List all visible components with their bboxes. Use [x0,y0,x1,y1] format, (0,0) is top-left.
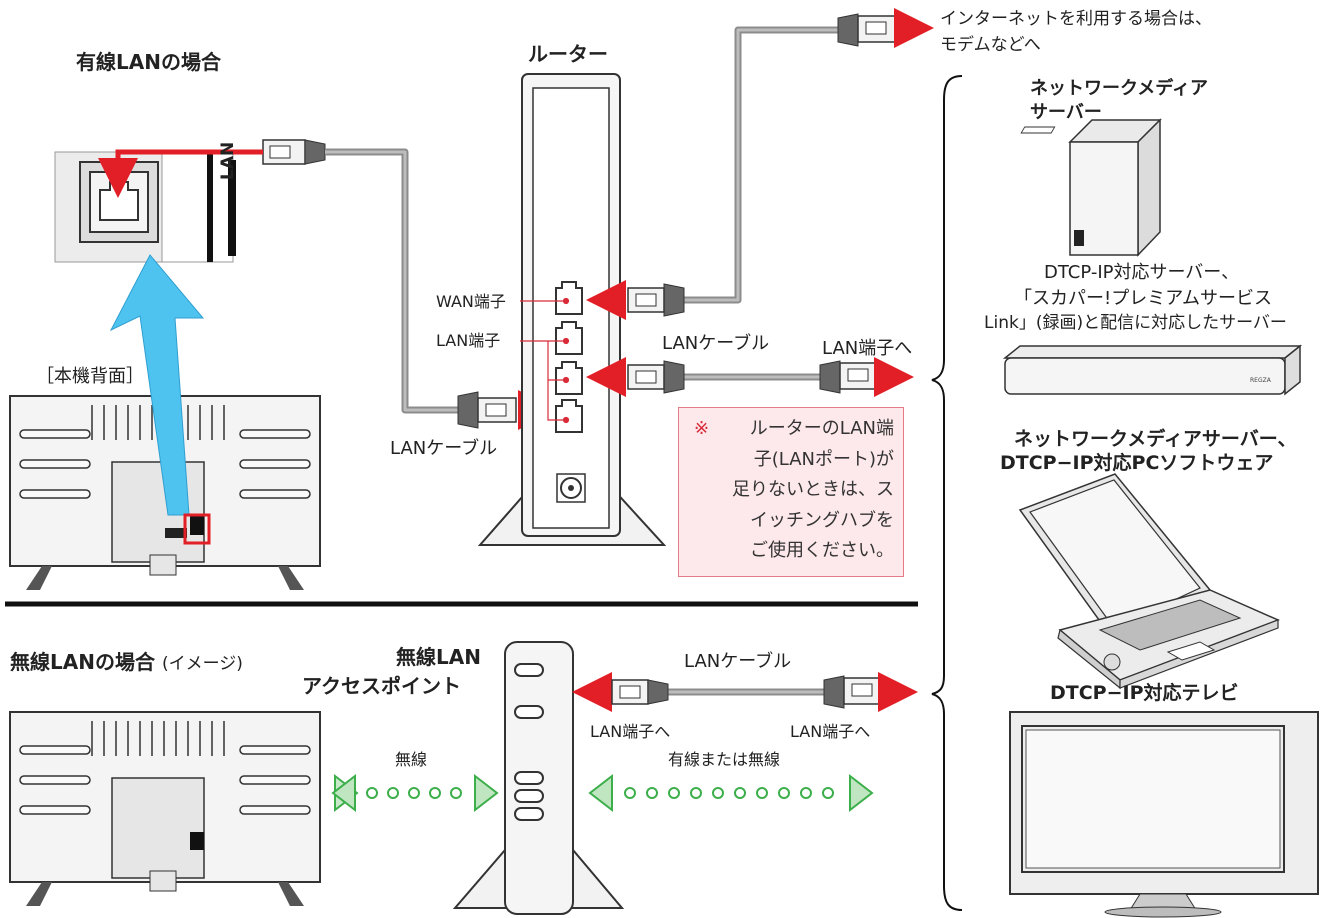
hub-note-mark: ※ [694,418,710,439]
lan-plug-ap [611,679,669,705]
wired-or-wireless-label: 有線または無線 [668,750,781,769]
to-lan-port-label: LAN端子へ [822,338,913,359]
lan-plug-wan [627,283,685,317]
hub-note-line: 子(LANポート)が [753,448,894,470]
lan-cable-right-label: LANケーブル [662,333,770,354]
ap-to-lan-right-label: LAN端子へ [790,722,871,741]
wireless-signal-right [588,773,874,813]
nas-label-line2: サーバー [1030,102,1102,123]
recorder-label-line1: DTCP-IP対応サーバー、 [1044,262,1240,283]
wireless-title-suffix: (イメージ) [161,654,243,674]
dtcp-tv-label: DTCP−IP対応テレビ [1050,682,1239,704]
ap-cable-label: LANケーブル [684,651,792,672]
lan-plug-modem [837,13,901,47]
tv-lan-port-closeup [54,151,236,263]
wireless-title: 無線LANの場合 (イメージ) [10,650,243,674]
device-brace [931,75,963,911]
wireless-access-point [452,641,625,915]
internet-note-line2: モデムなどへ [940,35,1041,55]
wireless-title-main: 無線LANの場合 [10,650,155,674]
hub-note-line: ルーターのLAN端 [749,418,894,439]
recorder-brand-logo: REGZA [1250,377,1272,384]
lan-cable-left-label: LANケーブル [390,438,498,459]
lan-plug-hub-side [819,360,881,394]
ap-to-lan-left-label: LAN端子へ [590,722,671,741]
nas-label-line1: ネットワークメディア [1030,78,1209,99]
tv-port-arrow [109,254,205,516]
internet-note-line1: インターネットを利用する場合は、 [940,9,1212,29]
access-point-title-line1: 無線LAN [396,645,481,669]
tv-lan-label: LAN [218,141,238,180]
access-point-title-line2: アクセスポイント [302,674,461,698]
dtcp-tv [1009,711,1319,918]
pc-label-line1: ネットワークメディアサーバー、 [1014,428,1297,450]
hub-note-line: イッチングハブを [750,509,894,531]
pc-label-line2: DTCP−IP対応PCソフトウェア [1000,452,1274,474]
lan-port-label: LAN端子 [436,331,501,350]
hub-note-line: 足りないときは、ス [732,479,894,500]
recorder-label-line3: Link」(録画)と配信に対応したサーバー [984,313,1287,333]
tv-back-wireless [9,711,321,906]
router-title: ルーター [528,42,608,66]
lan-plug-router-left [457,391,517,429]
nas-server [1020,118,1162,257]
wireless-label: 無線 [395,750,428,769]
lan-plug-tv [262,139,326,165]
wireless-signal-left [331,773,499,813]
hub-note-text: ※ ルーターのLAN端 子(LANポート)が 足りないときは、ス イッチングハブ… [694,414,894,567]
lan-plug-router-right [627,360,685,394]
recorder-label-line2: 「スカパー!プレミアムサービス [1014,288,1272,309]
recorder: REGZA [1002,344,1303,396]
hub-note-box [678,407,904,577]
wan-port-label: WAN端子 [436,292,506,311]
wired-title: 有線LANの場合 [76,50,221,74]
laptop [1018,473,1280,690]
lan-plug-device [823,675,885,709]
hub-note-line: ご使用ください。 [750,540,894,561]
tv-back-label: ［本機背面］ [36,366,144,387]
